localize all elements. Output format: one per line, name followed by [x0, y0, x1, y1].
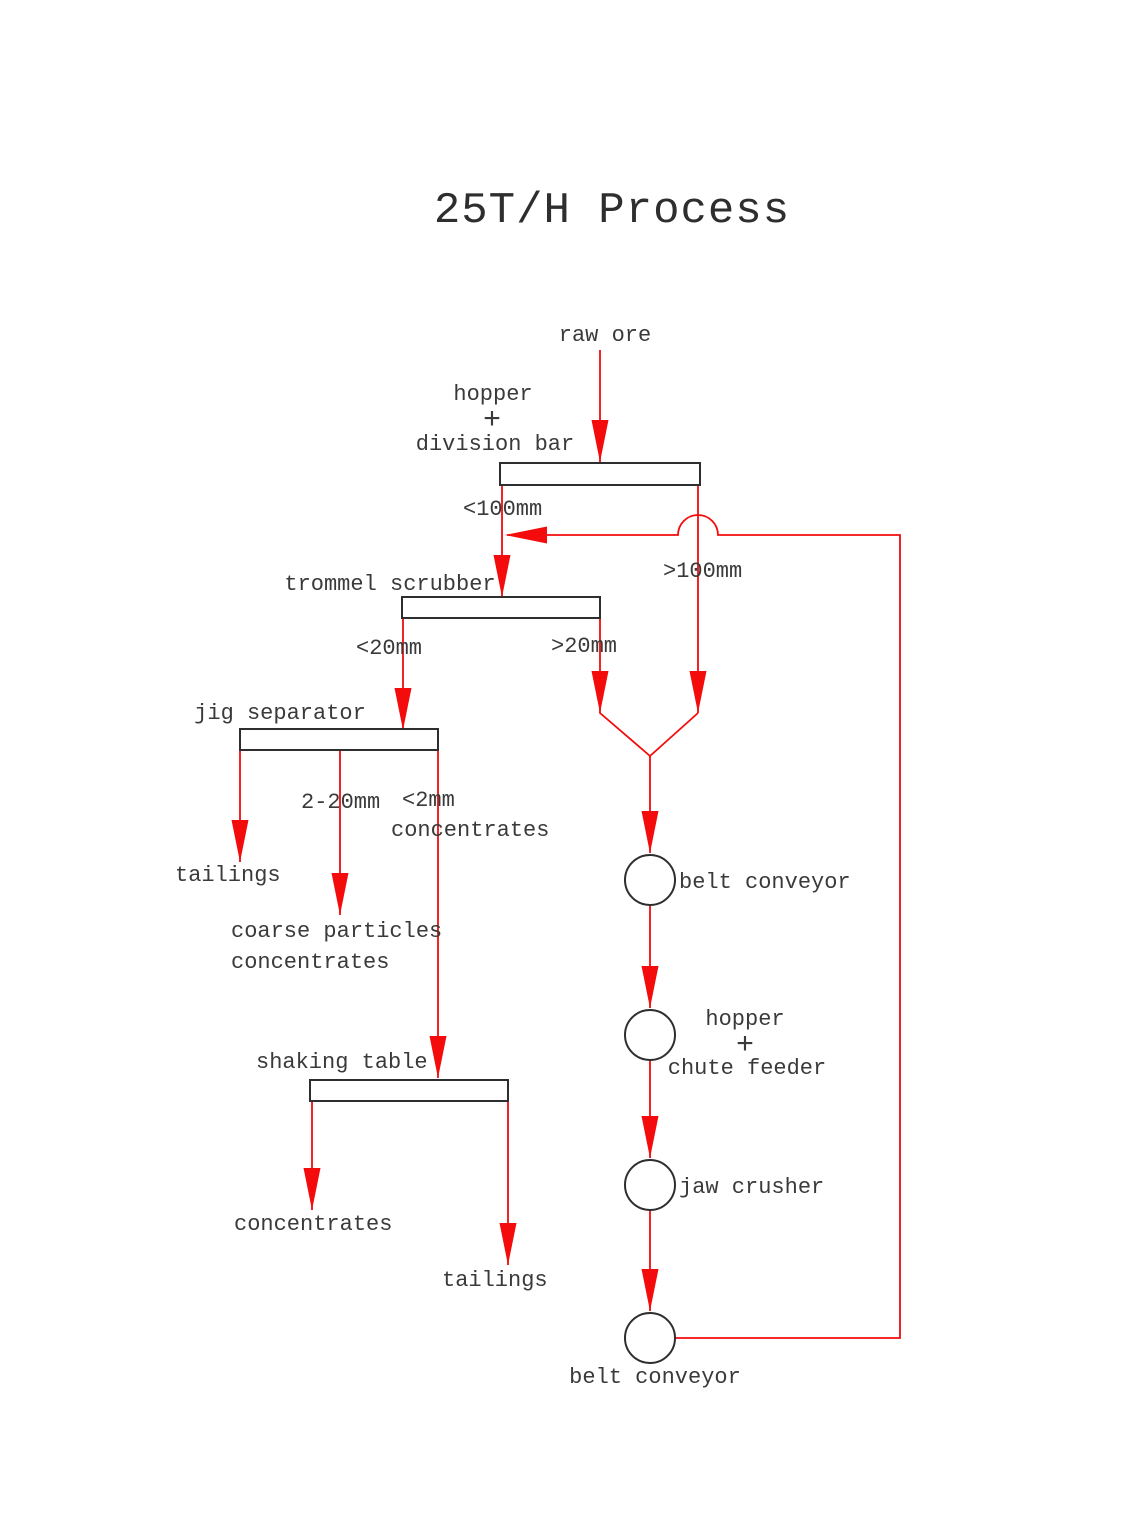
arrow-into-belt-conveyor-2 — [641, 1269, 659, 1311]
label-gt20mm: >20mm — [551, 634, 617, 659]
label-shaking-concentrates: concentrates — [234, 1212, 392, 1237]
flow-gt100-to-merge — [649, 712, 699, 757]
arrow-into-belt-conveyor-1 — [641, 811, 659, 853]
shaking-table-shape — [309, 1079, 509, 1102]
trommel-scrubber-shape — [401, 596, 601, 619]
label-raw-ore: raw ore — [559, 323, 651, 348]
jaw-crusher-shape — [624, 1159, 676, 1211]
equipment-shapes — [239, 462, 701, 1364]
arrow-into-jig-tailings — [231, 820, 249, 862]
page-title: 25T/H Process — [434, 186, 790, 236]
label-lt20mm: <20mm — [356, 636, 422, 661]
label-lt100mm: <100mm — [463, 497, 542, 522]
label-belt-conveyor-1: belt conveyor — [679, 870, 851, 895]
label-hopper-2: hopper — [705, 1007, 784, 1032]
arrow-into-coarse-concentrates — [331, 873, 349, 915]
label-lt2mm: <2mm — [402, 788, 455, 813]
label-jaw-crusher: jaw crusher — [679, 1175, 824, 1200]
arrow-into-shaking-tailings — [499, 1223, 517, 1265]
label-shaking-table: shaking table — [256, 1050, 428, 1075]
arrow-gt100-merge — [689, 671, 707, 713]
label-jig-tailings: tailings — [175, 863, 281, 888]
plus-sign-2: + — [736, 1029, 754, 1063]
arrow-gt20-merge — [591, 671, 609, 713]
belt-conveyor-1-shape — [624, 854, 676, 906]
arrowheads — [231, 420, 707, 1311]
arrow-into-trommel — [493, 555, 511, 597]
arrow-into-shaking-concentrates — [303, 1168, 321, 1210]
label-jig-separator: jig separator — [194, 701, 366, 726]
arrow-into-jig — [394, 688, 412, 730]
flow-recycle-belt2-to-division-bar — [507, 514, 901, 1339]
label-coarse-particles: coarse particles — [231, 919, 442, 944]
label-gt100mm: >100mm — [663, 559, 742, 584]
label-division-bar: division bar — [416, 432, 574, 457]
arrow-recycle-into-lt100-line — [505, 526, 547, 544]
label-lt2-concentrates: concentrates — [391, 818, 549, 843]
labels: 25T/H Process raw ore hopper + division … — [175, 186, 851, 1390]
arrow-into-shaking-table — [429, 1036, 447, 1078]
label-chute-feeder: chute feeder — [668, 1056, 826, 1081]
arrow-into-division-bar — [591, 420, 609, 462]
label-2-20mm: 2-20mm — [301, 790, 380, 815]
arrow-into-jaw-crusher — [641, 1116, 659, 1158]
hopper-chute-feeder-shape — [624, 1009, 676, 1061]
division-bar-shape — [499, 462, 701, 486]
label-trommel-scrubber: trommel scrubber — [284, 572, 495, 597]
label-belt-conveyor-2: belt conveyor — [569, 1365, 741, 1390]
jig-separator-shape — [239, 728, 439, 751]
label-hopper-1: hopper — [453, 382, 532, 407]
belt-conveyor-2-shape — [624, 1312, 676, 1364]
label-coarse-concentrates: concentrates — [231, 950, 389, 975]
arrow-into-hopper-chute — [641, 966, 659, 1008]
plus-sign-1: + — [483, 404, 501, 438]
label-shaking-tailings: tailings — [442, 1268, 548, 1293]
